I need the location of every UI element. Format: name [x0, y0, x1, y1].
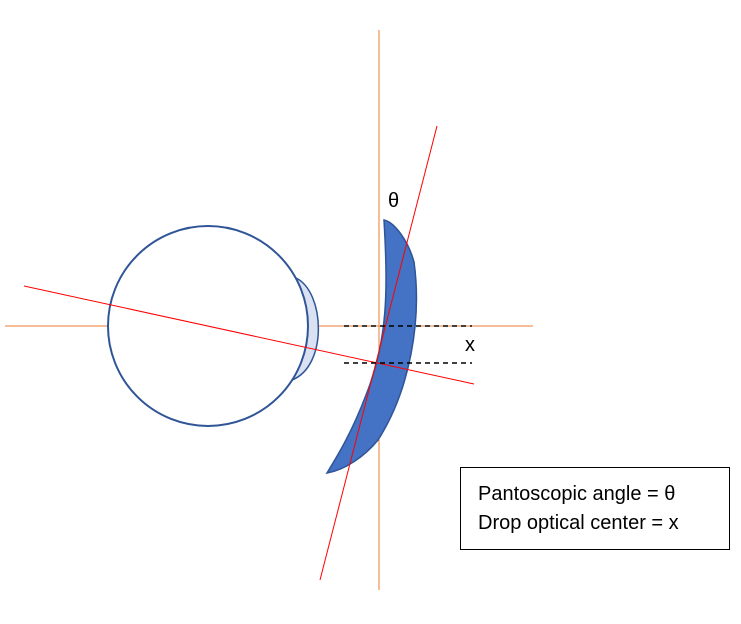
legend-drop-optical-center: Drop optical center = x	[478, 512, 679, 534]
legend-box: Pantoscopic angle = θ Drop optical cente…	[460, 467, 730, 550]
x-label: x	[465, 334, 475, 356]
visual-axis-line	[23, 285, 475, 385]
theta-label: θ	[388, 190, 399, 212]
legend-pantoscopic-angle: Pantoscopic angle = θ	[478, 483, 676, 505]
lens-plane-line	[319, 125, 438, 581]
